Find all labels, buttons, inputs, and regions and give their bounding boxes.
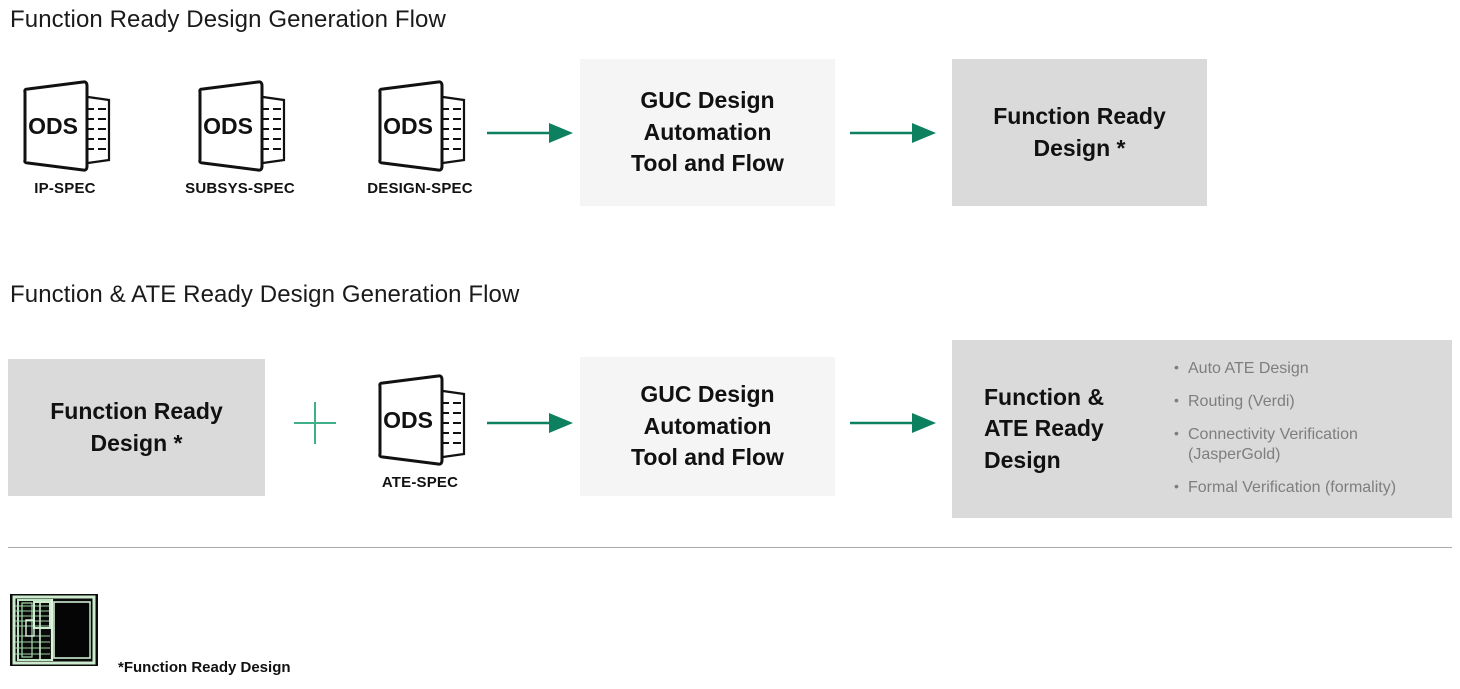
outcome-box-label: Function Ready Design * (993, 102, 1166, 161)
input-box-label: Function Ready Design * (50, 397, 223, 456)
arrow-right-icon (487, 413, 573, 433)
process-box-guc-row1[interactable]: GUC Design Automation Tool and Flow (580, 59, 835, 206)
arrow-right-icon (850, 413, 936, 433)
list-item: Formal Verification (formality) (1174, 477, 1452, 499)
outcome-box-function-ready-design[interactable]: Function Ready Design * (952, 59, 1207, 206)
spec-label: ATE-SPEC (381, 474, 459, 491)
process-box-guc-row2[interactable]: GUC Design Automation Tool and Flow (580, 357, 835, 496)
svg-text:ODS: ODS (383, 407, 433, 433)
svg-text:ODS: ODS (203, 113, 253, 139)
process-box-label: GUC Design Automation Tool and Flow (631, 380, 784, 471)
footer-divider (8, 547, 1452, 548)
spec-label: SUBSYS-SPEC (185, 180, 295, 197)
list-item: Connectivity Verification (JasperGold) (1174, 424, 1452, 467)
section-title-function-ate-ready-flow: Function & ATE Ready Design Generation F… (10, 281, 520, 308)
result-box-function-ate-ready-design[interactable]: Function & ATE Ready Design Auto ATE Des… (952, 340, 1452, 518)
spec-node-ip-spec[interactable]: ODS IP-SPEC (0, 78, 130, 197)
input-box-function-ready-design[interactable]: Function Ready Design * (8, 359, 265, 496)
spec-document-icon: ODS (378, 374, 466, 466)
spec-label: DESIGN-SPEC (367, 180, 473, 197)
list-item: Routing (Verdi) (1174, 391, 1452, 413)
result-box-title: Function & ATE Ready Design (984, 384, 1105, 473)
chip-layout-thumbnail (10, 594, 98, 666)
spec-document-icon: ODS (378, 80, 466, 172)
result-feature-list: Auto ATE Design Routing (Verdi) Connecti… (1174, 358, 1452, 499)
svg-text:ODS: ODS (28, 113, 78, 139)
chip-layout-image (10, 594, 98, 666)
spec-node-subsys-spec[interactable]: ODS SUBSYS-SPEC (175, 78, 305, 197)
process-box-label: GUC Design Automation Tool and Flow (631, 86, 784, 177)
spec-node-design-spec[interactable]: ODS DESIGN-SPEC (355, 78, 485, 197)
list-item: Auto ATE Design (1174, 358, 1452, 380)
spec-node-ate-spec[interactable]: ODS ATE-SPEC (355, 372, 485, 491)
footer-caption: *Function Ready Design (118, 659, 291, 676)
spec-document-icon: ODS (198, 80, 286, 172)
arrow-right-icon (850, 123, 936, 143)
svg-text:ODS: ODS (383, 113, 433, 139)
plus-icon (294, 402, 336, 444)
spec-label: IP-SPEC (34, 180, 96, 197)
spec-document-icon: ODS (23, 80, 111, 172)
arrow-right-icon (487, 123, 573, 143)
section-title-function-ready-flow: Function Ready Design Generation Flow (10, 6, 446, 33)
